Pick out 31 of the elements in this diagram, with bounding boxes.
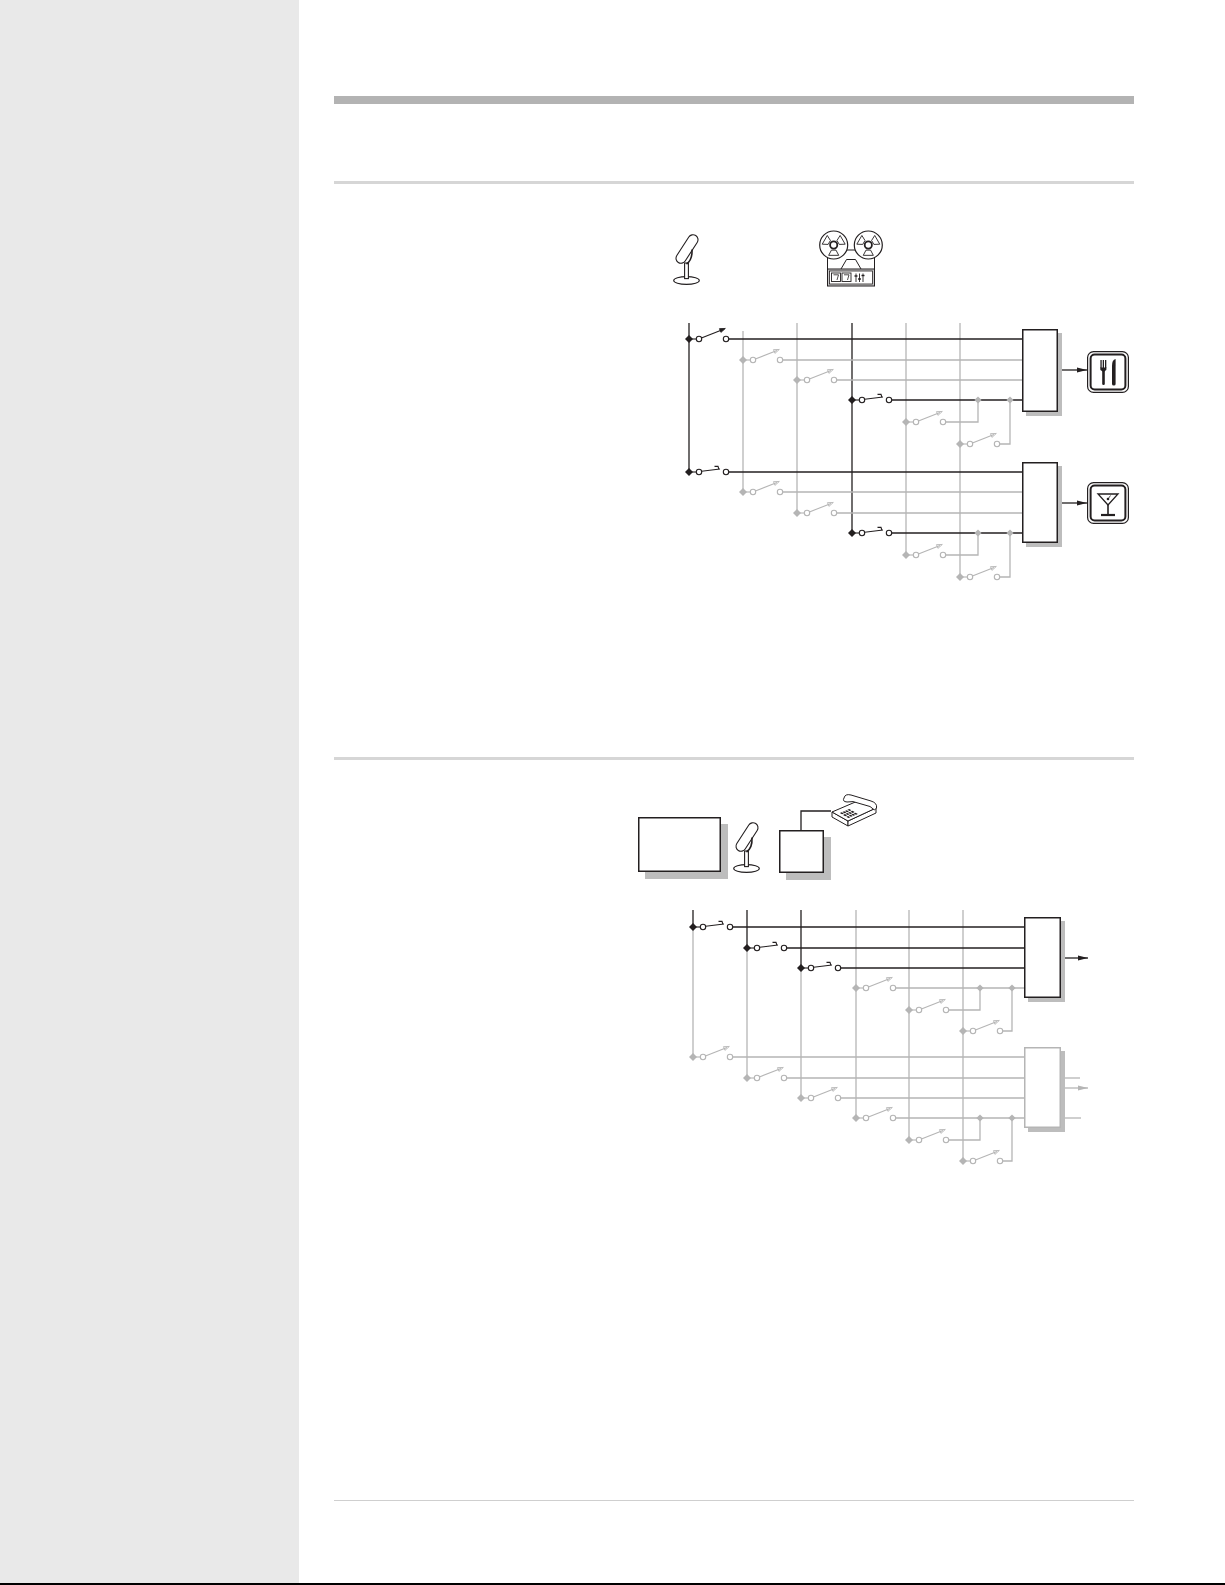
arrow <box>1061 500 1088 506</box>
arrow <box>1061 367 1088 373</box>
arrow <box>1064 955 1089 961</box>
signal-line <box>830 376 1023 384</box>
device-box <box>779 830 831 880</box>
signal-line <box>885 529 1023 537</box>
signal-line <box>776 488 1023 496</box>
cocktail-glass-sign-icon <box>1087 482 1129 524</box>
signal-line <box>726 1053 1025 1061</box>
signal-line <box>780 1074 1025 1082</box>
signal-line <box>834 1094 1025 1102</box>
arrow <box>1064 1085 1089 1091</box>
signal-line <box>780 944 1025 952</box>
signal-line <box>889 1114 1025 1122</box>
signal-line <box>834 964 1025 972</box>
mixer-box <box>1022 329 1062 416</box>
device-box <box>638 817 728 879</box>
signal-line <box>776 356 1023 364</box>
mixer-box <box>1022 462 1062 547</box>
mixer-box <box>1024 917 1065 1002</box>
signal-line <box>722 468 1023 476</box>
signal-line <box>1064 1077 1081 1079</box>
signal-line <box>1064 1117 1082 1119</box>
signal-line <box>830 509 1023 517</box>
signal-line <box>726 923 1025 931</box>
signal-line <box>885 396 1023 404</box>
signal-line <box>889 984 1025 992</box>
mixer-box <box>1024 1047 1065 1132</box>
fork-and-knife-sign-icon <box>1087 351 1129 393</box>
signal-line <box>800 810 832 831</box>
signal-line <box>722 335 1023 343</box>
